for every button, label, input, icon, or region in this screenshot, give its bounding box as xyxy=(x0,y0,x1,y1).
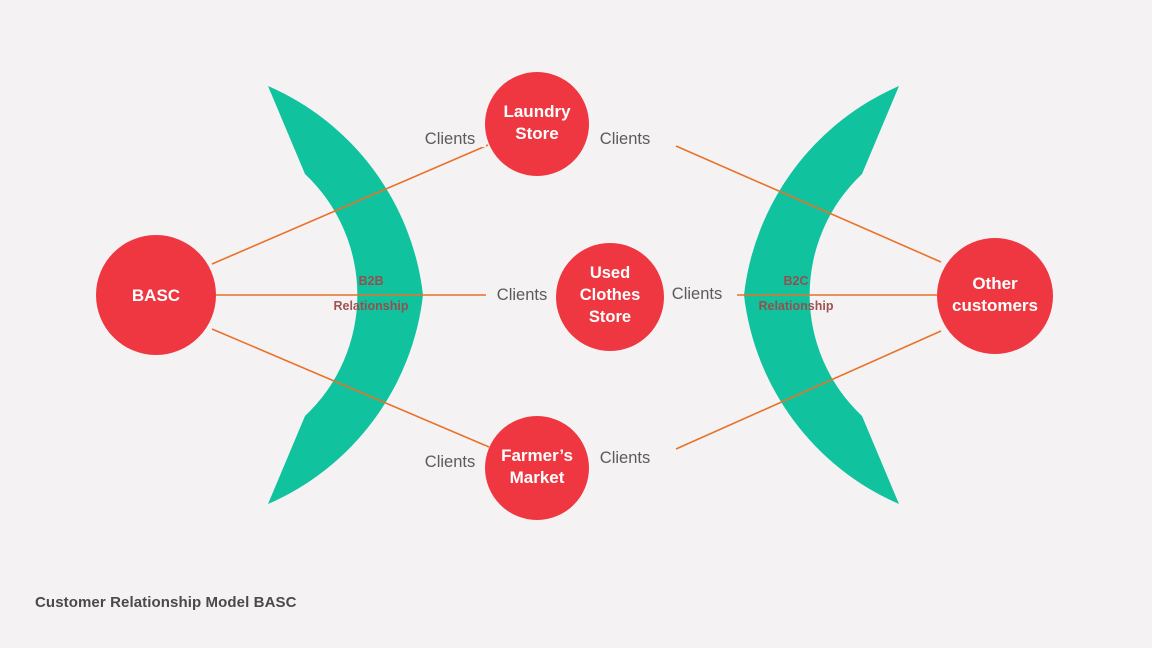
used-clothes-store-node-circle xyxy=(556,243,664,351)
connector-laundry-other xyxy=(675,145,942,263)
farmers-market-node-circle xyxy=(485,416,589,520)
connector-basc-farmers xyxy=(211,328,490,448)
edge-label-halo-b2c-top xyxy=(589,123,661,147)
edge-label-clients-b2c-top: Clients xyxy=(600,130,650,148)
edge-label-clients-b2c-mid: Clients xyxy=(672,285,722,303)
edge-label-halo-b2c-mid xyxy=(661,278,733,302)
laundry-store-label-line-2: Store xyxy=(515,124,558,143)
farmers-market-label-line-1: Farmer’s xyxy=(501,446,573,465)
farmers-market-node[interactable]: Farmer’s Market xyxy=(485,416,589,520)
connector-farmers-other xyxy=(675,330,942,450)
b2b-arc-label-line-2: Relationship xyxy=(333,299,408,313)
edge-label-clients-b2b-mid: Clients xyxy=(497,286,547,304)
basc-node[interactable]: BASC xyxy=(96,235,216,355)
other-customers-label-line-2: customers xyxy=(952,296,1038,315)
edge-label-halo-b2b-top xyxy=(414,123,486,147)
b2c-arc-label-line-2: Relationship xyxy=(758,299,833,313)
b2c-relationship-arc[interactable]: B2C Relationship xyxy=(744,86,899,504)
edge-labels-group: Clients Clients Clients Clients Clients … xyxy=(414,123,733,471)
basc-node-circle xyxy=(96,235,216,355)
edge-label-clients-b2b-bottom: Clients xyxy=(425,453,475,471)
connector-basc-laundry xyxy=(211,144,489,265)
laundry-store-node-circle xyxy=(485,72,589,176)
edge-label-halo-b2b-bottom xyxy=(414,446,486,470)
other-customers-node[interactable]: Other customers xyxy=(937,238,1053,354)
used-clothes-store-label-line-3: Store xyxy=(589,308,631,326)
b2c-arc-shape xyxy=(744,86,899,504)
laundry-store-label-line-1: Laundry xyxy=(503,102,571,121)
b2c-arc-label-line-1: B2C xyxy=(783,274,808,288)
farmers-market-label-line-2: Market xyxy=(510,468,565,487)
other-customers-label-line-1: Other xyxy=(972,274,1018,293)
used-clothes-store-label-line-2: Clothes xyxy=(580,286,641,304)
edge-label-halo-b2b-mid xyxy=(486,279,558,303)
diagram-caption: Customer Relationship Model BASC xyxy=(35,594,297,611)
edge-label-halo-b2c-bottom xyxy=(589,442,661,466)
used-clothes-store-label-line-1: Used xyxy=(590,264,630,282)
edge-label-clients-b2b-top: Clients xyxy=(425,130,475,148)
other-customers-node-circle xyxy=(937,238,1053,354)
laundry-store-node[interactable]: Laundry Store xyxy=(485,72,589,176)
b2b-arc-label-line-1: B2B xyxy=(358,274,383,288)
used-clothes-store-node[interactable]: Used Clothes Store xyxy=(556,243,664,351)
edge-label-clients-b2c-bottom: Clients xyxy=(600,449,650,467)
basc-node-label: BASC xyxy=(132,286,180,305)
